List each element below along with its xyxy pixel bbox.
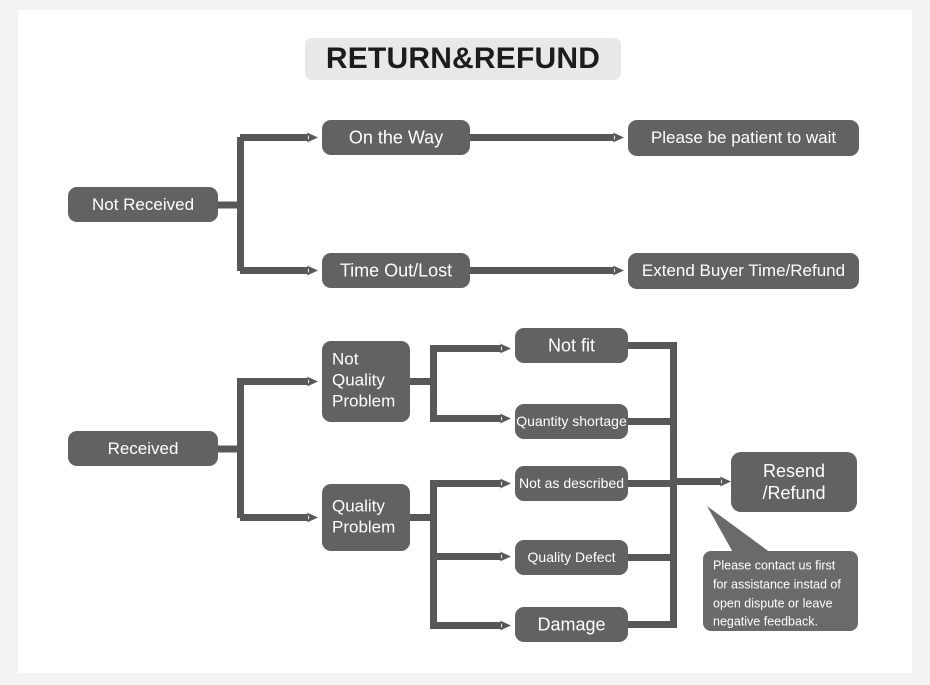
node-quality-problem[interactable]: Quality Problem [322, 484, 410, 551]
node-please-be-patient-label: Please be patient to wait [651, 128, 837, 147]
page-title-banner: RETURN&REFUND [305, 38, 621, 80]
tooltip-callout: Please contact us first for assistance i… [703, 551, 858, 631]
node-not-as-described-label: Not as described [519, 475, 624, 491]
node-not-fit-label: Not fit [548, 335, 595, 355]
node-not-received[interactable]: Not Received [68, 187, 218, 222]
node-quantity-shortage[interactable]: Quantity shortage [515, 404, 628, 439]
node-not-received-label: Not Received [92, 195, 194, 214]
node-quality-problem-label-line2: Problem [332, 517, 395, 536]
node-damage-label: Damage [537, 614, 605, 634]
node-not-quality-problem[interactable]: Not Quality Problem [322, 341, 410, 422]
callout-tail [707, 506, 775, 556]
connector-notreceived-stem [218, 137, 244, 271]
connector-reasons-merge-bus [623, 342, 731, 628]
node-not-quality-problem-label-line1: Not [332, 349, 359, 368]
node-resend-refund[interactable]: Resend /Refund [731, 452, 857, 512]
node-quantity-shortage-label: Quantity shortage [516, 413, 627, 429]
tooltip-line-3: open dispute or leave [713, 596, 833, 610]
node-time-out-lost-label: Time Out/Lost [340, 260, 452, 280]
node-time-out-lost[interactable]: Time Out/Lost [322, 253, 470, 288]
node-extend-buyer-time-refund[interactable]: Extend Buyer Time/Refund [628, 253, 859, 289]
node-quality-problem-label-line1: Quality [332, 496, 385, 515]
node-please-be-patient[interactable]: Please be patient to wait [628, 120, 859, 156]
node-quality-defect-label: Quality Defect [528, 549, 616, 565]
connector-received-stem [218, 378, 244, 518]
node-not-fit[interactable]: Not fit [515, 328, 628, 363]
node-not-quality-problem-label-line2: Quality [332, 370, 385, 389]
node-not-as-described[interactable]: Not as described [515, 466, 628, 501]
node-extend-buyer-time-refund-label: Extend Buyer Time/Refund [642, 261, 845, 280]
tooltip-line-1: Please contact us first [713, 558, 836, 572]
node-resend-refund-label-line2: /Refund [762, 483, 825, 503]
node-resend-refund-label-line1: Resend [763, 461, 825, 481]
tooltip-line-2: for assistance instad of [713, 577, 841, 591]
node-on-the-way-label: On the Way [349, 127, 443, 147]
tooltip-line-4: negative feedback. [713, 614, 818, 628]
node-not-quality-problem-label-line3: Problem [332, 391, 395, 410]
node-on-the-way[interactable]: On the Way [322, 120, 470, 155]
node-received-label: Received [108, 439, 179, 458]
node-received[interactable]: Received [68, 431, 218, 466]
node-quality-defect[interactable]: Quality Defect [515, 540, 628, 575]
connector-quality-split [410, 478, 511, 631]
connector-notquality-split [410, 343, 511, 424]
node-damage[interactable]: Damage [515, 607, 628, 642]
page-title: RETURN&REFUND [325, 42, 601, 75]
